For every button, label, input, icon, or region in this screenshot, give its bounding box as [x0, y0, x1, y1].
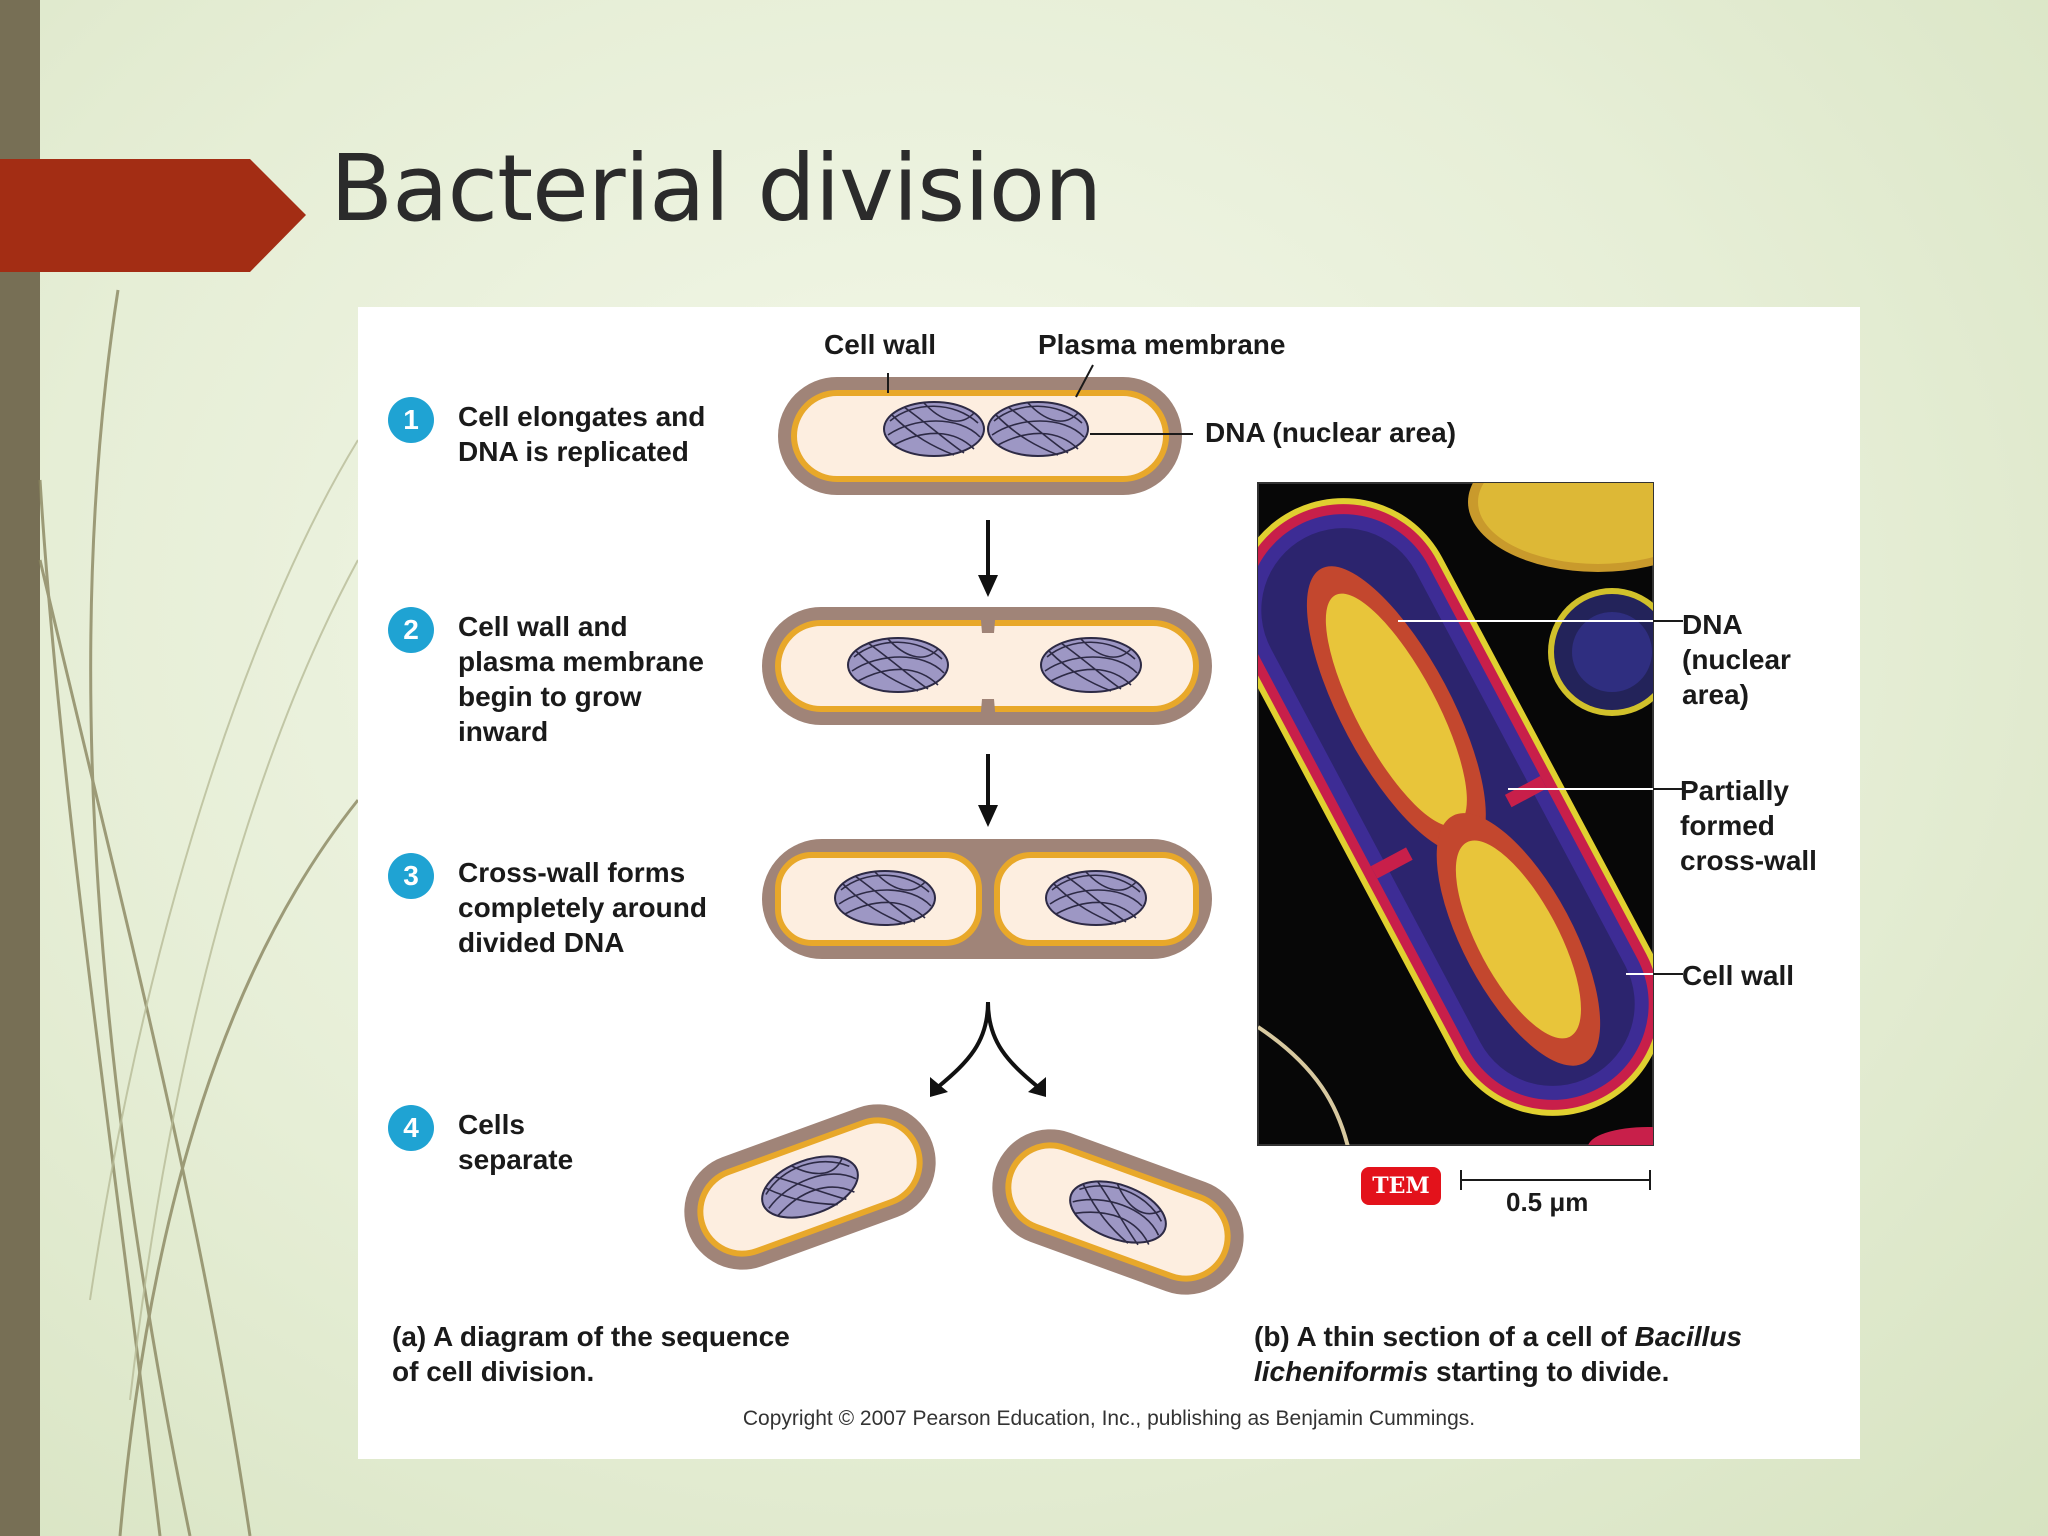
figure-panel: Cell wall Plasma membrane DNA (nuclear a…: [358, 307, 1860, 1459]
caption-b: (b) A thin section of a cell of Bacillus…: [1254, 1319, 1742, 1389]
step-2-text: Cell wall and plasma membrane begin to g…: [458, 611, 704, 747]
label-dna-nuclear-area: DNA (nuclear area): [1205, 417, 1457, 448]
cell-stage-4-right: [992, 1129, 1244, 1295]
cell-stage-1: [778, 377, 1182, 495]
step-4: 4 Cells separate: [388, 1105, 758, 1177]
step-3: 3 Cross-wall forms completely around div…: [388, 853, 758, 960]
step-3-badge: 3: [388, 853, 434, 899]
scale-bar: [1460, 1170, 1651, 1190]
label-plasma-membrane: Plasma membrane: [1038, 329, 1286, 360]
cell-stage-2: [762, 607, 1212, 725]
step-2: 2 Cell wall and plasma membrane begin to…: [388, 607, 758, 749]
cell-stage-3: [762, 839, 1212, 959]
caption-b-letter: (b): [1254, 1321, 1290, 1352]
step-1: 1 Cell elongates and DNA is replicated: [388, 397, 758, 469]
step-3-text: Cross-wall forms completely around divid…: [458, 857, 707, 958]
title-arrow-shape: [0, 159, 306, 272]
step-4-text: Cells separate: [458, 1109, 574, 1175]
caption-b-genus: Bacillus: [1634, 1321, 1743, 1352]
caption-a-letter: (a): [392, 1321, 427, 1352]
decorative-grass-lines: [38, 289, 360, 1536]
step-1-text: Cell elongates and DNA is replicated: [458, 401, 706, 467]
tem-micrograph: [1257, 482, 1683, 1146]
caption-b-text2: starting to divide.: [1428, 1356, 1670, 1387]
label-micrograph-cell-wall: Cell wall: [1682, 960, 1795, 991]
caption-a-text2: of cell division.: [392, 1356, 595, 1387]
division-diagram: [684, 364, 1683, 1295]
label-cross-wall: Partially formed cross-wall: [1680, 775, 1817, 876]
label-cell-wall-top: Cell wall: [824, 329, 937, 360]
caption-b-text: A thin section of a cell of: [1289, 1321, 1635, 1352]
copyright: Copyright © 2007 Pearson Education, Inc.…: [742, 1407, 1476, 1430]
step-1-badge: 1: [388, 397, 434, 443]
label-micrograph-dna: DNA (nuclear area): [1682, 609, 1791, 710]
slide-title: Bacterial division: [330, 135, 1102, 242]
scale-label: 0.5 μm: [1506, 1187, 1589, 1217]
caption-b-species: licheniformis: [1254, 1356, 1429, 1387]
step-4-badge: 4: [388, 1105, 434, 1151]
caption-a-text: A diagram of the sequence: [426, 1321, 790, 1352]
step-2-badge: 2: [388, 607, 434, 653]
caption-a: (a) A diagram of the sequence of cell di…: [392, 1319, 790, 1389]
cell-stage-4-left: [684, 1104, 936, 1270]
tem-badge: TEM: [1361, 1167, 1441, 1205]
